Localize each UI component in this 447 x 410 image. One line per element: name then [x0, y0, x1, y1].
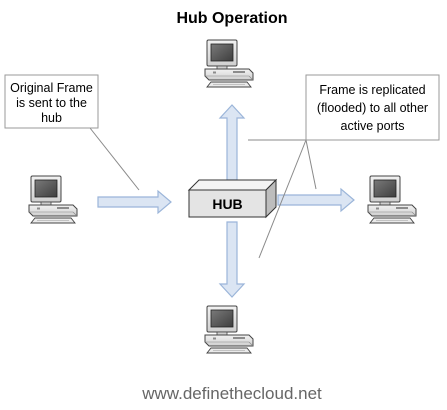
callout-original-pointer	[89, 127, 140, 191]
bottom-computer	[204, 305, 254, 354]
callout-original-box	[4, 74, 99, 129]
hub-front-face	[188, 189, 267, 218]
top-computer	[204, 39, 254, 88]
callout-replicated-box	[305, 74, 440, 141]
callout-replicated-line-3: active ports	[341, 119, 405, 133]
callout-replicated-frame: Frame is replicated (flooded) to all oth…	[248, 74, 440, 259]
callout-original-line-2: is sent to the	[16, 96, 87, 110]
callout-replicated-line-1: Frame is replicated	[319, 83, 425, 97]
arrow-hub-to-top	[218, 104, 246, 181]
arrow-left-to-hub	[97, 189, 172, 215]
callout-original-line-3: hub	[41, 111, 62, 125]
diagram-title: Hub Operation	[176, 10, 287, 27]
arrow-hub-to-bottom	[218, 221, 246, 298]
callout-original-frame: Original Frame is sent to the hub	[4, 74, 140, 191]
right-computer	[367, 175, 417, 224]
hub-label: HUB	[212, 196, 242, 212]
hub-top-face	[187, 179, 278, 191]
callout-original-line-1: Original Frame	[10, 81, 93, 95]
callout-replicated-line-2: (flooded) to all other	[317, 101, 428, 115]
hub-device: HUB	[187, 178, 278, 219]
left-computer	[28, 175, 78, 224]
callout-replicated-pointer-right	[305, 139, 317, 190]
footer-url: www.definethecloud.net	[141, 384, 322, 403]
callout-replicated-pointer-bottom	[258, 139, 307, 259]
arrow-hub-to-right	[277, 187, 355, 213]
